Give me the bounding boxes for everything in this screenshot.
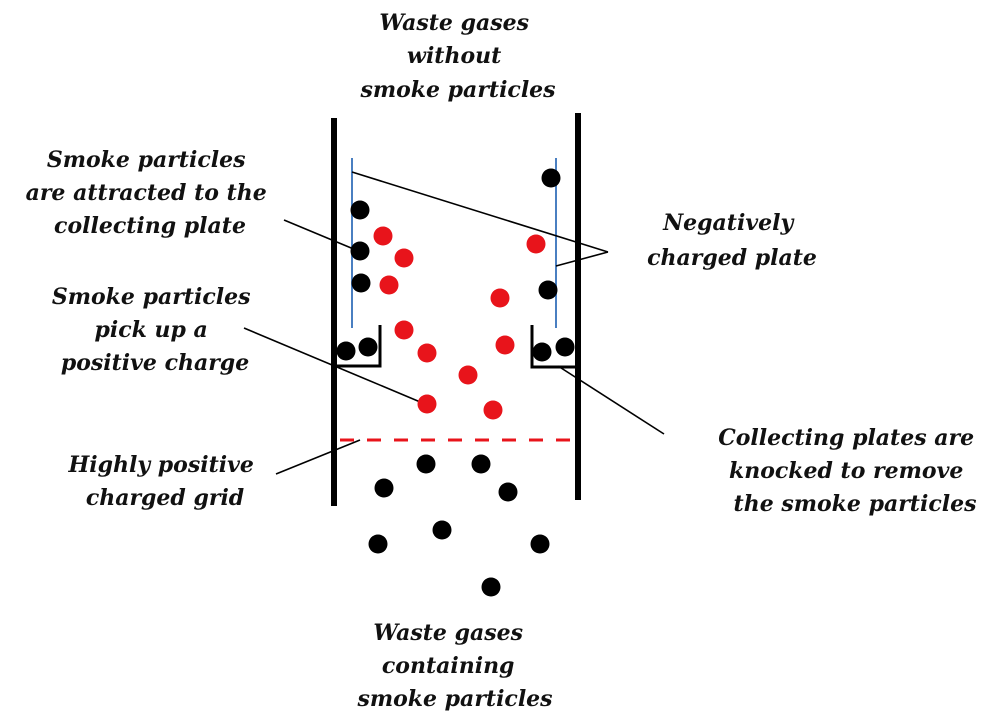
leader-charge — [243, 327, 426, 405]
leader-attracted — [283, 219, 357, 251]
label-attracted: Smoke particles are attracted to the col… — [26, 147, 275, 239]
charged-particle — [379, 275, 399, 295]
smoke-particle — [498, 482, 518, 502]
smoke-particle — [358, 337, 378, 357]
label-bottom: Waste gases containing smoke particles — [356, 620, 552, 712]
charged-particle — [373, 226, 393, 246]
charged-particle — [394, 248, 414, 268]
leader-negative-plate-2 — [555, 251, 609, 267]
smoke-particle — [555, 337, 575, 357]
left-collecting-tray — [334, 325, 382, 368]
smoke-particle — [541, 168, 561, 188]
charged-particle — [458, 365, 478, 385]
label-top: Waste gases without smoke particles — [359, 10, 555, 103]
smoke-particle — [368, 534, 388, 554]
leader-negative-plate-1 — [351, 171, 609, 253]
smoke-particle — [350, 200, 370, 220]
leader-lines — [243, 171, 665, 475]
label-grid: Highly positive charged grid — [67, 452, 261, 511]
charged-particle — [483, 400, 503, 420]
label-negative-plate: Negatively charged plate — [647, 210, 817, 271]
smoke-particle — [432, 520, 452, 540]
label-charge: Smoke particles pick up a positive charg… — [52, 284, 258, 376]
smoke-particle — [532, 342, 552, 362]
smoke-particle — [374, 478, 394, 498]
smoke-particle — [336, 341, 356, 361]
charged-particle — [417, 394, 437, 414]
charged-particle — [417, 343, 437, 363]
right-collecting-tray — [530, 325, 578, 369]
smoke-particle — [530, 534, 550, 554]
smoke-particle — [538, 280, 558, 300]
charged-particle — [495, 335, 515, 355]
smoke-particle — [481, 577, 501, 597]
smoke-particle — [416, 454, 436, 474]
label-knocked: Collecting plates are knocked to remove … — [718, 425, 982, 517]
particles — [336, 168, 575, 597]
smoke-particle — [471, 454, 491, 474]
smoke-particle — [351, 273, 371, 293]
smoke-particle — [350, 241, 370, 261]
charged-particle — [526, 234, 546, 254]
charged-particle — [490, 288, 510, 308]
leader-knocked — [557, 365, 665, 435]
leader-grid — [275, 439, 361, 475]
charged-particle — [394, 320, 414, 340]
